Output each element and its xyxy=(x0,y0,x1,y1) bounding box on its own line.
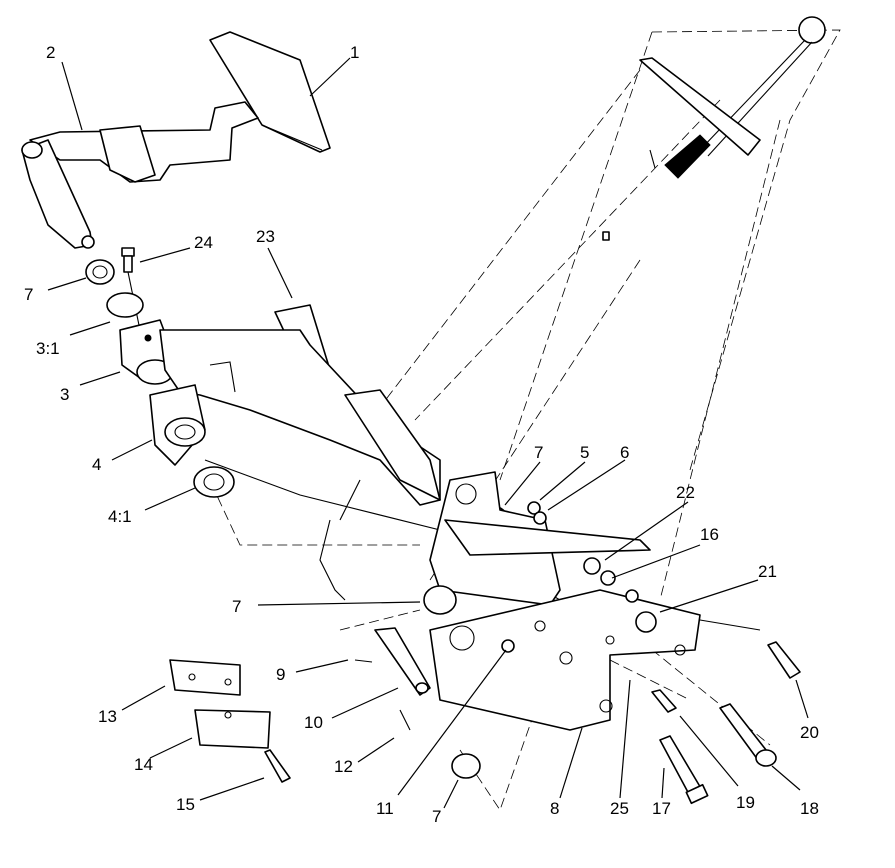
callout-2: 2 xyxy=(46,43,55,62)
callout-8: 8 xyxy=(550,799,559,818)
part-2-pedal-arm xyxy=(21,101,259,249)
callout-leader-lines xyxy=(47,57,809,809)
callout-7: 7 xyxy=(432,807,441,826)
callout-18: 18 xyxy=(800,799,819,818)
callout-25: 25 xyxy=(610,799,629,818)
callout-7: 7 xyxy=(24,285,33,304)
part-17-bolt xyxy=(659,735,709,805)
part-19-screw xyxy=(651,689,677,713)
callout-1: 1 xyxy=(350,43,359,62)
callout-23: 23 xyxy=(256,227,275,246)
callout-10: 10 xyxy=(304,713,323,732)
callout-4: 4 xyxy=(92,455,101,474)
callout-3: 3 xyxy=(60,385,69,404)
part-18-bolt xyxy=(719,703,777,767)
part-8-mount-bracket xyxy=(429,471,701,731)
part-23-pedal-bracket xyxy=(159,304,441,506)
callout-22: 22 xyxy=(676,483,695,502)
part-14-plate xyxy=(194,709,271,749)
callout-3-1: 3:1 xyxy=(36,339,60,358)
part-15-bolt xyxy=(264,749,291,783)
callout-12: 12 xyxy=(334,757,353,776)
part-7-bushing-lower-mid xyxy=(423,585,457,615)
callout-19: 19 xyxy=(736,793,755,812)
callout-labels: 1 2 24 23 7 3:1 3 4 4:1 7 5 6 22 16 21 7… xyxy=(24,43,819,826)
callout-21: 21 xyxy=(758,562,777,581)
callout-5: 5 xyxy=(580,443,589,462)
callout-24: 24 xyxy=(194,233,213,252)
callout-17: 17 xyxy=(652,799,671,818)
callout-16: 16 xyxy=(700,525,719,544)
callout-4-1: 4:1 xyxy=(108,507,132,526)
lever-and-spring xyxy=(602,16,826,241)
callout-14: 14 xyxy=(134,755,153,774)
part-13-plate xyxy=(169,659,241,696)
hardware-nuts xyxy=(501,501,657,653)
callout-6: 6 xyxy=(620,443,629,462)
part-7-bushing-bottom xyxy=(451,753,481,779)
part-1-pedal-pad xyxy=(209,31,331,153)
callout-13: 13 xyxy=(98,707,117,726)
callout-9: 9 xyxy=(276,665,285,684)
callout-20: 20 xyxy=(800,723,819,742)
part-4-1-bushing xyxy=(193,466,235,498)
callout-15: 15 xyxy=(176,795,195,814)
callout-11: 11 xyxy=(376,799,394,818)
callout-7: 7 xyxy=(534,443,543,462)
part-20-bolt xyxy=(767,641,801,679)
callout-7: 7 xyxy=(232,597,241,616)
part-10-pin xyxy=(354,627,431,731)
part-4-lower-hub xyxy=(149,384,206,466)
part-7-bushing-upper xyxy=(85,259,115,285)
